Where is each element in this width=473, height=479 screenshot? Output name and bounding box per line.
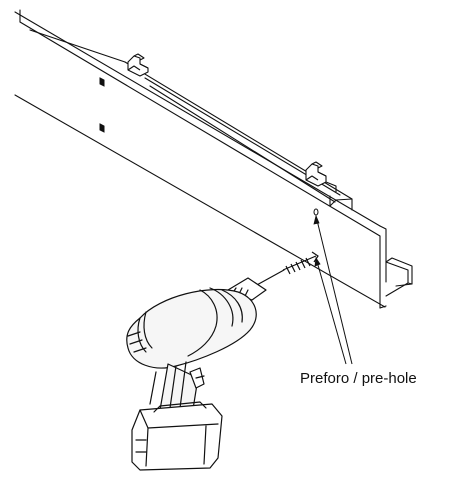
callout-leader xyxy=(315,215,353,365)
mounting-clip xyxy=(127,53,149,77)
pre-hole xyxy=(313,208,319,216)
screw-head xyxy=(99,77,105,87)
rail-profile xyxy=(14,9,413,309)
screw-head xyxy=(99,123,105,133)
cordless-drill xyxy=(126,269,285,471)
callout-arrowheads xyxy=(313,214,321,267)
screw xyxy=(282,251,319,275)
mounting-clip xyxy=(305,161,337,192)
callout-label: Preforo / pre-hole xyxy=(300,370,417,387)
